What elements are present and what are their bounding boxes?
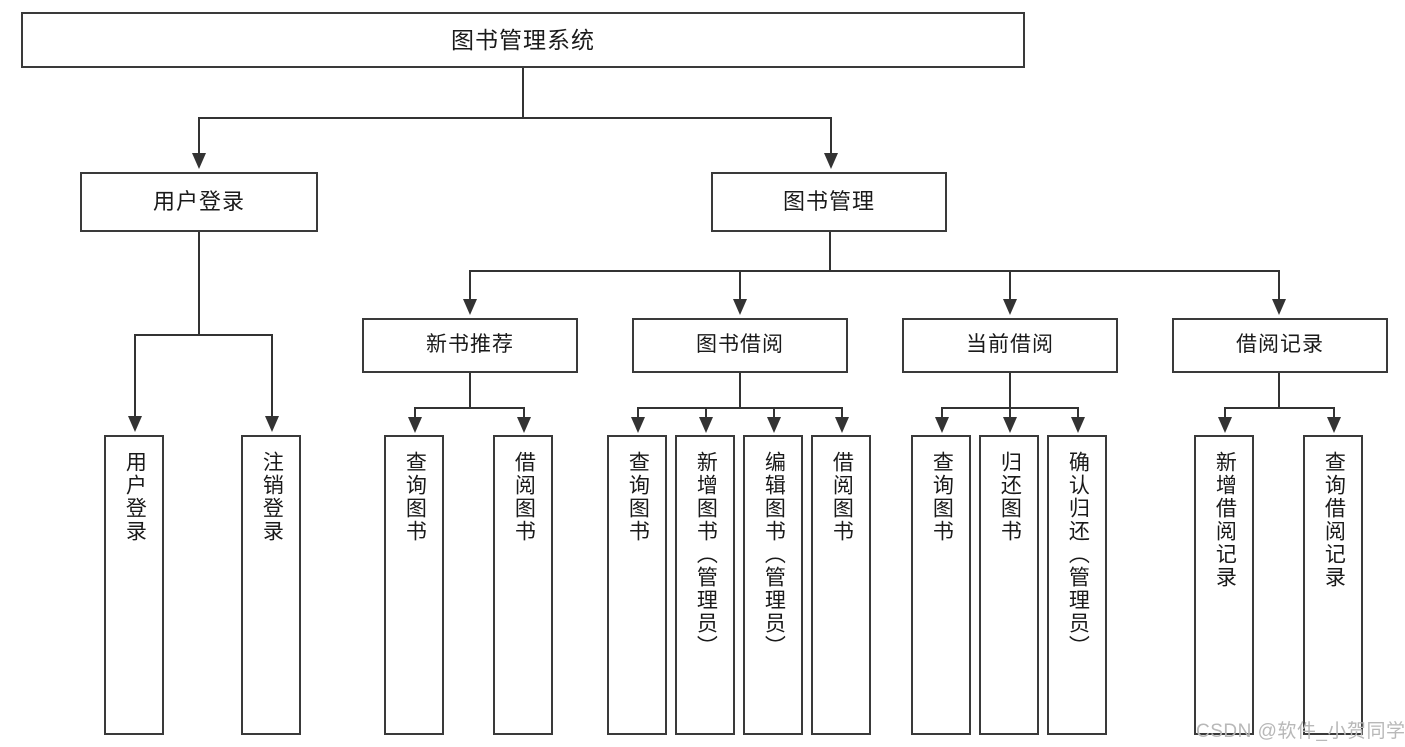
connector-cb-to-leaf-1	[941, 407, 943, 419]
node-label: 图书管理系统	[451, 26, 595, 53]
node-leaf-logout-login[interactable]: 注销登录	[241, 435, 301, 735]
connector-bb-to-leaf-4	[841, 407, 843, 419]
watermark-text: CSDN @软件_小贺同学	[1196, 721, 1405, 742]
connector-cb-to-leaf-2	[1009, 407, 1011, 419]
node-new-book-recommend[interactable]: 新书推荐	[362, 318, 578, 373]
node-leaf-query-book-3[interactable]: 查询图书	[911, 435, 971, 735]
connector-new-book-to-leaf-2	[523, 407, 525, 419]
node-leaf-query-book-2[interactable]: 查询图书	[607, 435, 667, 735]
node-leaf-add-book[interactable]: 新增图书（管理员）	[675, 435, 735, 735]
arrow-root-to-book-management	[824, 153, 838, 169]
node-label: 新书推荐	[426, 333, 514, 357]
connector-bb-to-leaf-2	[705, 407, 707, 419]
node-label: 查询图书	[930, 451, 954, 543]
node-label: 图书借阅	[696, 333, 784, 357]
connector-user-login-to-leaf-2	[271, 334, 273, 418]
arrow-cb-to-leaf-2	[1003, 417, 1017, 433]
node-label: 当前借阅	[966, 333, 1054, 357]
node-label: 借阅图书	[512, 451, 536, 543]
connector-bm-to-current-borrow	[1009, 270, 1011, 300]
node-leaf-return-book[interactable]: 归还图书	[979, 435, 1039, 735]
arrow-bm-to-book-borrow	[733, 299, 747, 315]
node-leaf-query-record[interactable]: 查询借阅记录	[1303, 435, 1363, 735]
node-leaf-borrow-book-2[interactable]: 借阅图书	[811, 435, 871, 735]
arrow-bm-to-new-book	[463, 299, 477, 315]
arrow-root-to-user-login	[192, 153, 206, 169]
connector-bm-to-new-book	[469, 270, 471, 300]
node-leaf-borrow-book-1[interactable]: 借阅图书	[493, 435, 553, 735]
connector-book-management-bar	[469, 270, 1279, 272]
node-root-system[interactable]: 图书管理系统	[21, 12, 1025, 68]
node-label: 借阅记录	[1236, 333, 1324, 357]
arrow-cb-to-leaf-1	[935, 417, 949, 433]
connector-br-to-leaf-1	[1224, 407, 1226, 419]
arrow-user-login-to-leaf-2	[265, 416, 279, 432]
node-borrow-record[interactable]: 借阅记录	[1172, 318, 1388, 373]
node-label: 新增图书（管理员）	[694, 451, 718, 658]
connector-cb-to-leaf-3	[1077, 407, 1079, 419]
arrow-new-book-to-leaf-2	[517, 417, 531, 433]
connector-new-book-trunk	[469, 373, 471, 408]
connector-book-management-trunk	[829, 232, 831, 271]
node-book-management[interactable]: 图书管理	[711, 172, 947, 232]
connector-root-bar	[198, 117, 832, 119]
arrow-bm-to-borrow-record	[1272, 299, 1286, 315]
node-user-login[interactable]: 用户登录	[80, 172, 318, 232]
connector-br-to-leaf-2	[1333, 407, 1335, 419]
connector-new-book-bar	[414, 407, 524, 409]
connector-bb-to-leaf-1	[637, 407, 639, 419]
connector-bm-to-book-borrow	[739, 270, 741, 300]
connector-book-borrow-bar	[637, 407, 842, 409]
node-label: 归还图书	[998, 451, 1022, 543]
connector-borrow-record-bar	[1224, 407, 1334, 409]
node-label: 查询图书	[626, 451, 650, 543]
arrow-bb-to-leaf-1	[631, 417, 645, 433]
node-label: 编辑图书（管理员）	[762, 451, 786, 658]
node-label: 借阅图书	[830, 451, 854, 543]
connector-root-to-user-login	[198, 117, 200, 155]
node-label: 查询图书	[403, 451, 427, 543]
node-label: 用户登录	[123, 451, 147, 543]
node-leaf-edit-book[interactable]: 编辑图书（管理员）	[743, 435, 803, 735]
node-label: 图书管理	[782, 189, 875, 215]
node-label: 注销登录	[260, 451, 284, 543]
node-leaf-confirm-return[interactable]: 确认归还（管理员）	[1047, 435, 1107, 735]
arrow-br-to-leaf-2	[1327, 417, 1341, 433]
arrow-cb-to-leaf-3	[1071, 417, 1085, 433]
arrow-new-book-to-leaf-1	[408, 417, 422, 433]
node-label: 查询借阅记录	[1322, 451, 1346, 589]
connector-new-book-to-leaf-1	[414, 407, 416, 419]
connector-root-to-book-management	[830, 117, 832, 155]
node-current-borrow[interactable]: 当前借阅	[902, 318, 1118, 373]
node-leaf-user-login[interactable]: 用户登录	[104, 435, 164, 735]
connector-root-trunk	[522, 68, 524, 118]
connector-user-login-to-leaf-1	[134, 334, 136, 418]
connector-borrow-record-trunk	[1278, 373, 1280, 408]
node-label: 确认归还（管理员）	[1066, 451, 1090, 658]
arrow-bb-to-leaf-3	[767, 417, 781, 433]
connector-book-borrow-trunk	[739, 373, 741, 408]
node-leaf-add-record[interactable]: 新增借阅记录	[1194, 435, 1254, 735]
connector-user-login-bar	[134, 334, 272, 336]
arrow-bb-to-leaf-4	[835, 417, 849, 433]
connector-user-login-trunk	[198, 232, 200, 335]
arrow-user-login-to-leaf-1	[128, 416, 142, 432]
connector-bm-to-borrow-record	[1278, 270, 1280, 300]
arrow-br-to-leaf-1	[1218, 417, 1232, 433]
node-label: 新增借阅记录	[1213, 451, 1237, 589]
connector-current-borrow-trunk	[1009, 373, 1011, 408]
arrow-bb-to-leaf-2	[699, 417, 713, 433]
arrow-bm-to-current-borrow	[1003, 299, 1017, 315]
node-label: 用户登录	[152, 189, 245, 215]
node-book-borrow[interactable]: 图书借阅	[632, 318, 848, 373]
node-leaf-query-book-1[interactable]: 查询图书	[384, 435, 444, 735]
connector-bb-to-leaf-3	[773, 407, 775, 419]
